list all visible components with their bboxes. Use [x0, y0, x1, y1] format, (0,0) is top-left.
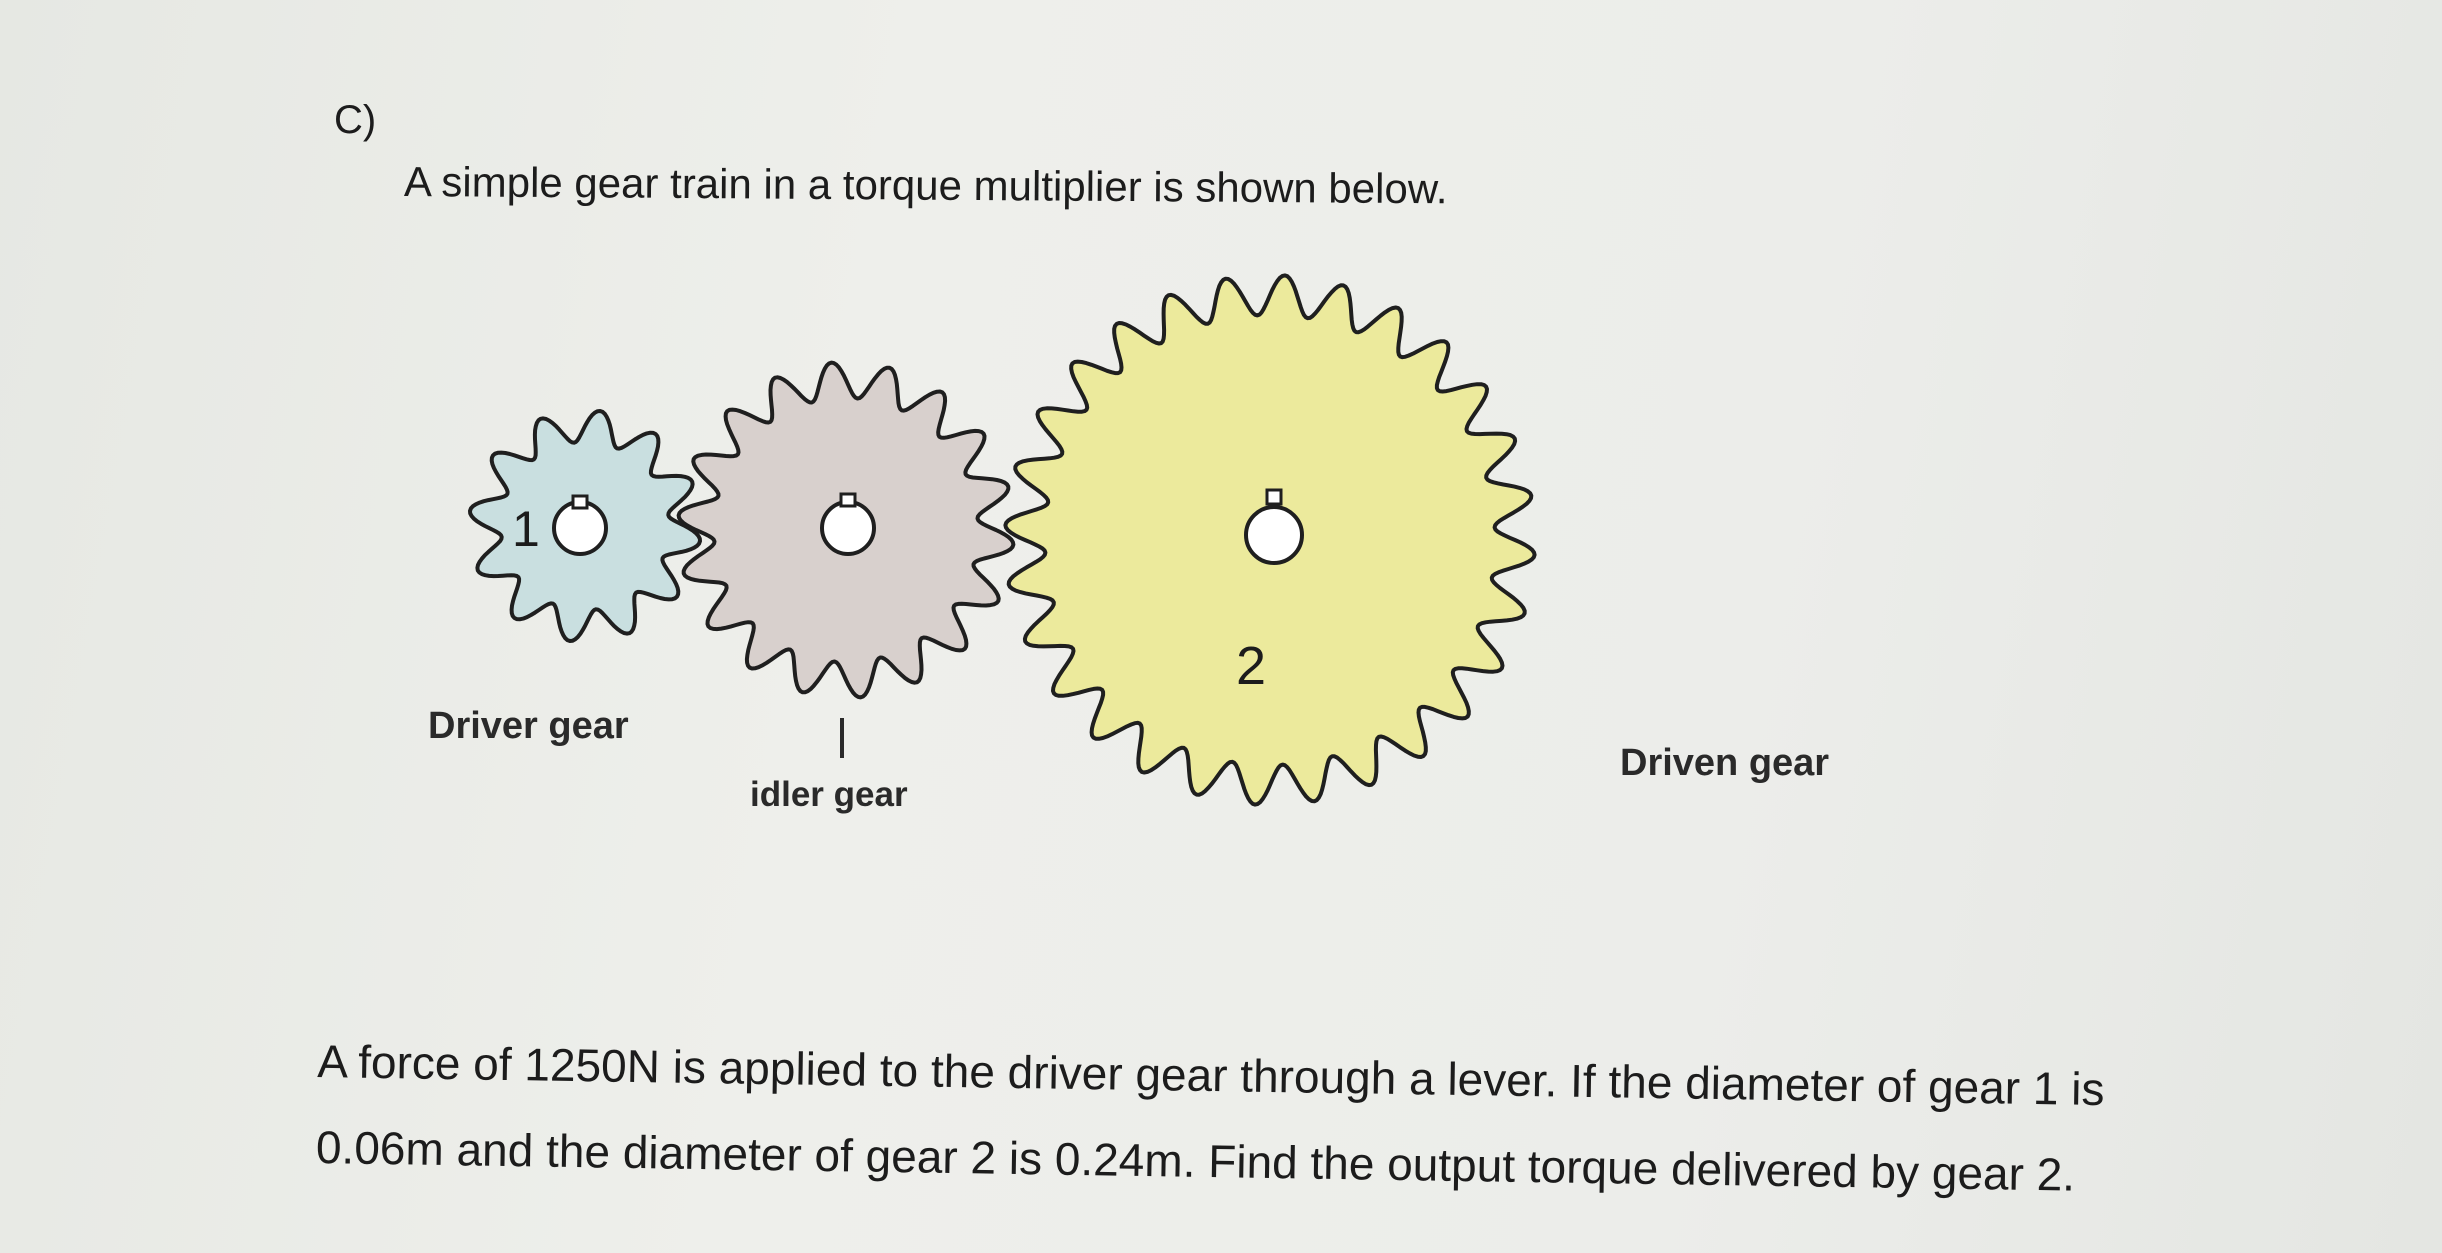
idler-gear-caption: idler gear [750, 775, 908, 814]
gear-1-number: 1 [512, 501, 540, 557]
gear-1-shaft-hole [552, 494, 608, 556]
driven-gear-caption: Driven gear [1620, 742, 1830, 784]
gear-2-shaft-hole [1244, 488, 1304, 565]
question-label: C) [334, 98, 377, 142]
problem-statement: A force of 1250N is applied to the drive… [315, 1018, 2105, 1218]
idler-gear-shaft-hole [820, 492, 876, 556]
gear-2-number: 2 [1236, 636, 1266, 696]
driver-gear-caption: Driver gear [428, 705, 629, 747]
